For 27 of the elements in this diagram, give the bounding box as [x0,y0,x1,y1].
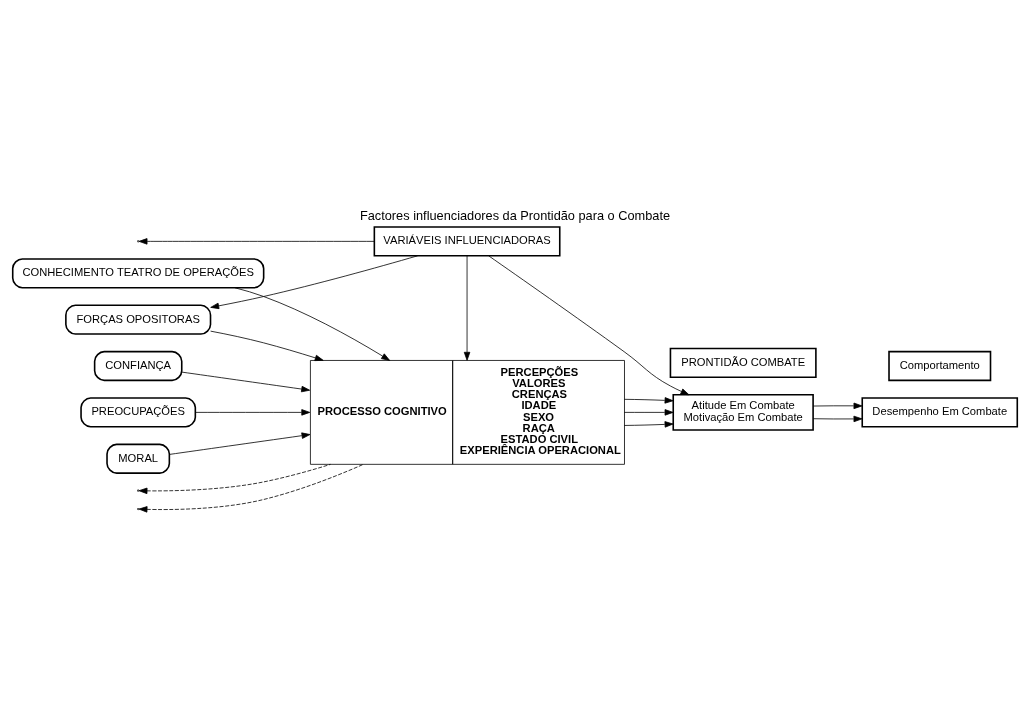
node-box: MORAL [106,443,171,474]
arrow [138,463,364,513]
node-box: Atitude Em Combate Motivação Em Combate [672,394,814,431]
arrow [181,371,311,393]
arrow [234,287,391,361]
node-box: VARIÁVEIS INFLUENCIADORAS [373,226,561,257]
arrow [463,255,471,361]
arrow [138,238,375,245]
arrow [623,421,674,428]
node-box: Desempenho Em Combate [861,397,1019,428]
node-box: CONHECIMENTO TEATRO DE OPERAÇÕES [11,258,265,289]
arrow [623,409,674,416]
node-box: PRONTIDÃO COMBATE [669,347,817,379]
arrow [210,255,418,310]
node-box: Comportamento [888,350,992,382]
node-box: PREOCUPAÇÕES [80,397,197,428]
arrow [623,397,674,404]
node-box: FORÇAS OPOSITORAS [65,304,212,335]
arrow [138,463,331,495]
node-box: CONFIANÇA [93,350,183,382]
arrow [812,402,863,410]
arrow [488,255,690,396]
arrow [195,409,311,416]
arrow [169,432,311,455]
arrow [210,330,324,361]
diagram-title: Factores influenciadores da Prontidão para o Combate [359,207,671,223]
arrow [812,415,863,423]
